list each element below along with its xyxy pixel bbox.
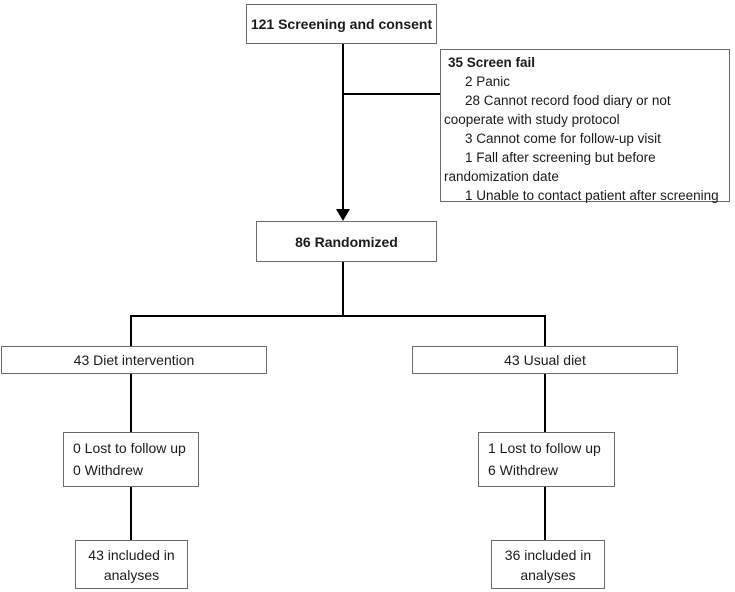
lost-right-line1: 1 Lost to follow up xyxy=(488,440,601,456)
connector-usual-to-lost xyxy=(544,374,546,432)
screen-fail-line: 2 Panic xyxy=(465,74,511,89)
lost-followup-right-box: 1 Lost to follow up 6 Withdrew xyxy=(478,432,615,487)
lost-right-line2: 6 Withdrew xyxy=(488,462,559,478)
randomized-label: 86 Randomized xyxy=(295,233,398,250)
connector-to-screen-fail xyxy=(343,93,440,95)
lost-left-line2: 0 Withdrew xyxy=(73,462,144,478)
screen-fail-line: cooperate with study protocol xyxy=(444,112,620,127)
included-left-line1: 43 included in xyxy=(88,546,175,563)
screen-fail-line: 1 Unable to contact patient after screen… xyxy=(465,188,719,203)
screening-box: 121 Screening and consent xyxy=(246,4,437,44)
connector-diet-to-lost xyxy=(130,374,132,432)
included-analyses-left-box: 43 included in analyses xyxy=(75,540,188,589)
lost-followup-left-box: 0 Lost to follow up 0 Withdrew xyxy=(63,432,199,487)
screen-fail-line: randomization date xyxy=(444,169,559,184)
screen-fail-box: 35 Screen fail 2 Panic 28 Cannot record … xyxy=(440,49,730,203)
lost-left-line1: 0 Lost to follow up xyxy=(73,440,186,456)
diet-intervention-box: 43 Diet intervention xyxy=(1,346,267,374)
screen-fail-line: 28 Cannot record food diary or not xyxy=(465,93,671,108)
screen-fail-line: 3 Cannot come for follow-up visit xyxy=(465,131,661,146)
connector-branch-horizontal xyxy=(130,315,546,317)
screen-fail-line: 1 Fall after screening but before xyxy=(465,150,656,165)
connector-screening-to-randomized xyxy=(342,44,344,210)
usual-diet-label: 43 Usual diet xyxy=(504,352,586,368)
connector-randomized-stem xyxy=(342,262,344,317)
randomized-box: 86 Randomized xyxy=(256,221,437,262)
screening-label: 121 Screening and consent xyxy=(250,16,433,32)
connector-lost-to-included-left xyxy=(130,487,132,540)
screen-fail-title: 35 Screen fail xyxy=(448,55,536,70)
connector-lost-to-included-right xyxy=(544,487,546,540)
included-right-line1: 36 included in xyxy=(504,546,592,563)
connector-branch-right-drop xyxy=(544,315,546,346)
included-left-line2: analyses xyxy=(103,566,160,583)
arrowhead-down-icon xyxy=(336,209,350,221)
usual-diet-box: 43 Usual diet xyxy=(412,346,678,374)
connector-branch-left-drop xyxy=(130,315,132,346)
included-right-line2: analyses xyxy=(520,566,576,583)
included-analyses-right-box: 36 included in analyses xyxy=(491,540,605,589)
diet-intervention-label: 43 Diet intervention xyxy=(73,352,195,368)
